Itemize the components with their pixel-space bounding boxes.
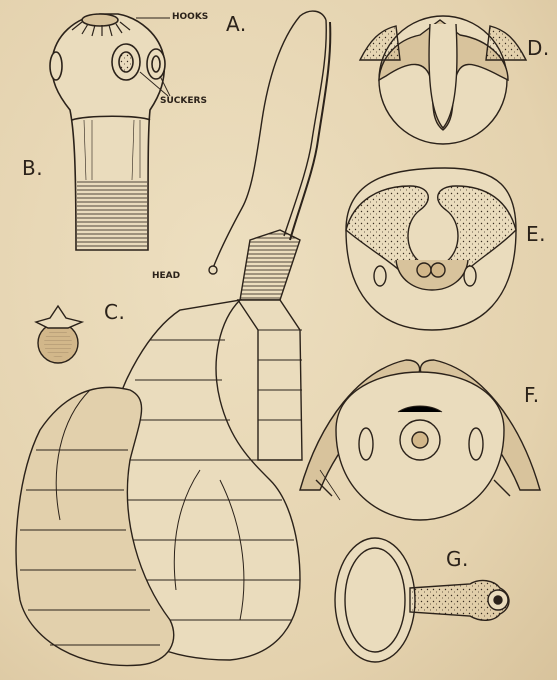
figure-f-section bbox=[300, 360, 540, 520]
figure-label-e: E. bbox=[526, 222, 546, 246]
figure-e-section bbox=[346, 168, 516, 330]
figure-label-f: F. bbox=[524, 383, 540, 407]
callout-head: HEAD bbox=[152, 271, 180, 281]
figure-label-c: C. bbox=[104, 300, 125, 324]
callout-suckers: SUCKERS bbox=[160, 96, 207, 106]
figure-b-scolex bbox=[50, 14, 170, 250]
figure-g-bladder bbox=[335, 538, 509, 662]
figure-label-d: D. bbox=[527, 36, 550, 60]
figure-c-bladder-worm bbox=[36, 306, 82, 363]
figure-d-section bbox=[360, 16, 526, 144]
callout-hooks: HOOKS bbox=[172, 12, 208, 22]
figure-label-b: B. bbox=[22, 156, 43, 180]
figure-label-g: G. bbox=[446, 547, 469, 571]
figure-label-a: A. bbox=[226, 12, 247, 36]
